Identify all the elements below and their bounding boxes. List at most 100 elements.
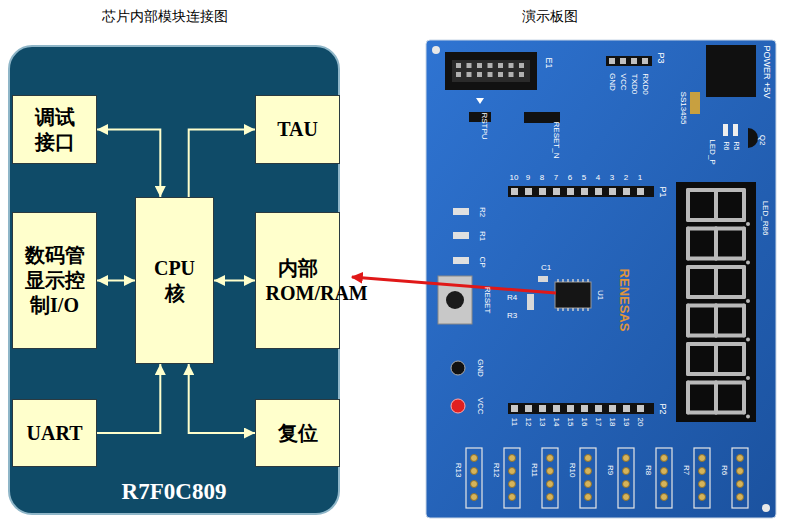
module-box: 调试接口 [12, 95, 97, 164]
led-segment [686, 267, 690, 297]
header-pin [623, 188, 630, 195]
silkscreen-label: P3 [656, 52, 665, 63]
chip-pin [587, 308, 589, 311]
silkscreen-label: 15 [566, 418, 574, 427]
led-segment [742, 190, 746, 220]
solder-pad [585, 494, 592, 501]
led-segment [686, 306, 690, 336]
header-pin [553, 405, 560, 412]
chip-pin [567, 279, 569, 282]
header-pin [567, 405, 574, 412]
solder-pad [471, 481, 478, 488]
module-box: 复位 [255, 399, 340, 467]
brand-print: RENESAS [618, 269, 631, 332]
silkscreen-label: LED_R86 [761, 201, 769, 236]
solder-pad [737, 455, 744, 462]
module-label: 复位 [278, 421, 318, 446]
led-segment [716, 381, 744, 385]
header-pin [539, 188, 546, 195]
module-label: 内部ROM/RAM [266, 256, 330, 306]
silkscreen-label: R9 [606, 465, 614, 475]
header-pin [631, 58, 637, 64]
silkscreen-label: VCC [619, 74, 627, 91]
led-segment [714, 306, 718, 336]
silkscreen-label: TXD0 [630, 74, 638, 94]
silkscreen-label: 6 [568, 174, 572, 182]
module-box: 数码管显示控制I/O [12, 212, 97, 349]
silkscreen-label: P2 [658, 403, 667, 414]
led-segment [742, 267, 746, 297]
transistor [748, 128, 758, 148]
mount-hole [432, 46, 440, 54]
header-pin [637, 188, 644, 195]
solder-pad [699, 468, 706, 475]
silkscreen-label: R10 [568, 463, 576, 478]
silkscreen-label: 12 [524, 418, 532, 427]
p3-header [606, 56, 652, 66]
led-segment [716, 411, 744, 415]
p1-header [508, 186, 654, 197]
solder-pad [585, 468, 592, 475]
chip-panel: R7F0C809调试接口TAU数码管显示控制I/OCPU核内部ROM/RAMUA… [8, 45, 340, 515]
p2-header [508, 403, 654, 414]
header-pin [623, 405, 630, 412]
silkscreen-label: R1 [478, 231, 486, 241]
silkscreen-label: CP [478, 256, 486, 267]
led-segment [688, 372, 716, 376]
connector-arrow [189, 130, 255, 198]
resistor-footprint [466, 448, 482, 508]
silkscreen-label: 4 [596, 174, 600, 182]
led-segment [716, 227, 744, 231]
pcb-board [426, 40, 776, 518]
led-segment [688, 342, 716, 346]
module-box: 内部ROM/RAM [255, 212, 340, 349]
led-segment [688, 334, 716, 338]
solder-pad [661, 468, 668, 475]
power-led [451, 399, 465, 413]
silkscreen-label: RESET [483, 287, 491, 314]
header-pin [511, 188, 518, 195]
led-segment [716, 188, 744, 192]
silkscreen-label: RXD0 [641, 73, 649, 94]
module-label: CPU核 [153, 256, 197, 306]
silkscreen-label: R4 [507, 294, 517, 302]
silkscreen-label: 8 [540, 174, 544, 182]
solder-pad [661, 455, 668, 462]
solder-pad [661, 494, 668, 501]
led-segment [742, 229, 746, 259]
silkscreen-label: 5 [582, 174, 586, 182]
header-pin [498, 72, 503, 77]
solder-pad [699, 481, 706, 488]
capacitor [538, 276, 548, 282]
silkscreen-label: VCC [476, 398, 484, 415]
header-pin [509, 63, 514, 68]
solder-pad [699, 455, 706, 462]
chip-pin [567, 308, 569, 311]
header-pin [595, 188, 602, 195]
silkscreen-label: 17 [594, 418, 602, 427]
module-box: TAU [255, 95, 340, 164]
silkscreen-label: RSTPU [480, 112, 488, 139]
header-pin [609, 58, 615, 64]
led-segment [716, 342, 744, 346]
module-label: TAU [277, 117, 318, 142]
led-segment [688, 304, 716, 308]
header-pin [467, 63, 472, 68]
solder-pad [547, 468, 554, 475]
led-segment [714, 344, 718, 374]
chip-pin [577, 279, 579, 282]
resistor-footprint [580, 448, 596, 508]
connector-arrow [97, 280, 135, 282]
solder-pad [585, 455, 592, 462]
pin1-mark [476, 98, 484, 104]
header-pin [595, 405, 602, 412]
silkscreen-label: C1 [541, 264, 551, 272]
header-pin [509, 72, 514, 77]
solder-pad [661, 481, 668, 488]
reset-button [446, 291, 464, 309]
header-pin [467, 72, 472, 77]
header-pin [477, 63, 482, 68]
silkscreen-label: 19 [622, 418, 630, 427]
silkscreen-label: LED_P [708, 139, 716, 164]
resistor-footprint [656, 448, 672, 508]
